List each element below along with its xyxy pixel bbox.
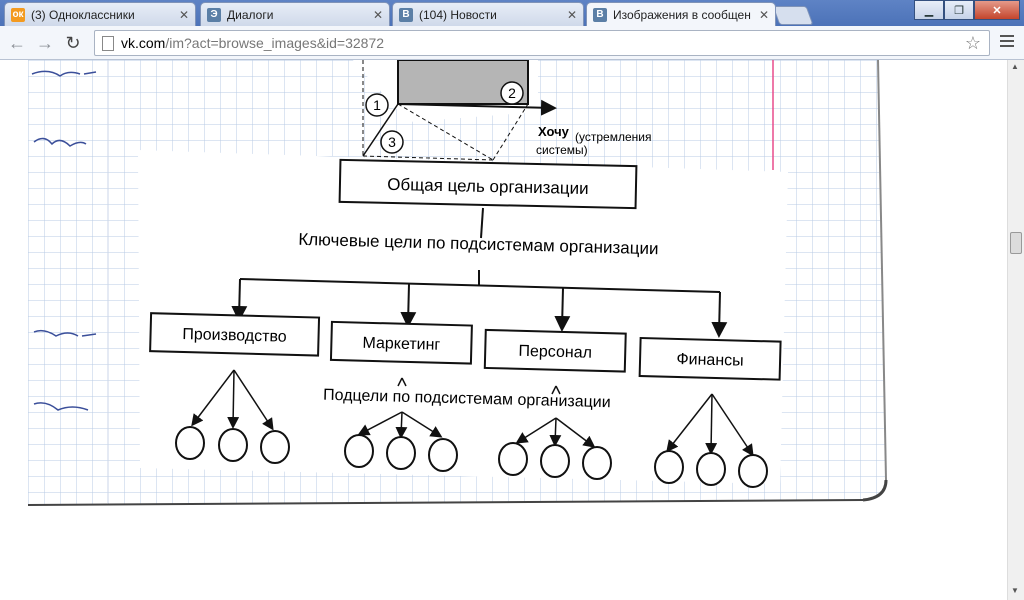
subsystem-label: Маркетинг	[362, 335, 440, 354]
window-controls: ▁ ❐ ✕	[914, 0, 1020, 20]
maximize-icon[interactable]: ❐	[944, 0, 974, 20]
vertical-scrollbar[interactable]: ▲ ▼	[1007, 60, 1024, 600]
close-icon[interactable]: ✕	[178, 7, 189, 22]
subgoal-circle	[540, 444, 570, 478]
scroll-thumb[interactable]	[1010, 232, 1022, 254]
want-label: Хочу	[538, 124, 570, 139]
bookmark-star-icon[interactable]: ☆	[964, 33, 981, 53]
window-close-icon[interactable]: ✕	[974, 0, 1020, 20]
subgoal-circle	[175, 426, 205, 460]
tab-strip: ок (3) Одноклассники ✕ Э Диалоги ✕ В (10…	[0, 0, 1024, 26]
url-path: /im?act=browse_images&id=32872	[165, 35, 385, 51]
subgoal-circle	[498, 442, 528, 476]
scroll-up-icon[interactable]: ▲	[1011, 62, 1019, 71]
back-icon[interactable]: ←	[8, 32, 26, 53]
vk-icon: В	[593, 7, 607, 22]
minimize-icon[interactable]: ▁	[914, 0, 944, 20]
circle-marker	[365, 93, 389, 117]
general-goal-label: Общая цель организации	[387, 175, 589, 198]
new-tab-button[interactable]	[772, 6, 814, 25]
close-icon[interactable]: ✕	[372, 7, 383, 22]
subgoal-circle	[654, 450, 684, 484]
subsystem-label: Финансы	[676, 351, 744, 370]
close-icon[interactable]: ✕	[758, 7, 769, 22]
close-icon[interactable]: ✕	[566, 7, 577, 22]
subsystem-box-marketing	[329, 320, 473, 365]
subgoal-circle	[696, 452, 726, 486]
printed-figure	[138, 150, 788, 484]
tab-news[interactable]: В (104) Новости ✕	[392, 2, 584, 26]
system-label: системы)	[536, 143, 588, 157]
subgoal-circle	[218, 428, 248, 462]
tab-images[interactable]: В Изображения в сообщен ✕	[586, 2, 776, 26]
vk-icon: В	[399, 7, 413, 22]
vk-dialogs-icon: Э	[207, 7, 221, 22]
forward-icon[interactable]: →	[36, 32, 54, 53]
subgoal-circle	[386, 436, 416, 470]
tab-dialogs[interactable]: Э Диалоги ✕	[200, 2, 390, 26]
odnoklassniki-icon: ок	[11, 7, 25, 22]
address-bar[interactable]: vk.com /im?act=browse_images&id=32872 ☆	[94, 30, 990, 56]
circle-label: 2	[508, 85, 516, 101]
tab-odnoklassniki[interactable]: ок (3) Одноклассники ✕	[4, 2, 196, 26]
reload-icon[interactable]: ↻	[65, 32, 81, 53]
general-goal-box	[338, 158, 638, 210]
url-host: vk.com	[121, 35, 166, 51]
tab-title: (104) Новости	[419, 7, 497, 22]
menu-icon[interactable]	[996, 30, 1018, 52]
subgoal-circle	[738, 454, 768, 488]
subgoal-circle	[344, 434, 374, 468]
scroll-down-icon[interactable]: ▼	[1011, 586, 1019, 595]
subsystem-box-finance	[638, 336, 782, 381]
subsystem-label: Персонал	[518, 343, 592, 362]
subgoal-circle	[260, 430, 290, 464]
circle-marker	[500, 81, 524, 105]
tab-title: (3) Одноклассники	[31, 7, 135, 22]
subgoal-circle	[582, 446, 612, 480]
handwriting	[31, 70, 97, 77]
circle-marker	[380, 130, 404, 154]
toolbar: ← → ↻ vk.com /im?act=browse_images&id=32…	[0, 26, 1024, 60]
tab-title: Изображения в сообщен	[613, 7, 751, 22]
browser-chrome: ок (3) Одноклассники ✕ Э Диалоги ✕ В (10…	[0, 0, 1024, 60]
diagram-svg: 1 2 3 Хочу (устремления системы) Общая ц…	[28, 60, 888, 506]
subgoal-circle	[428, 438, 458, 472]
notebook-photo: 1 2 3 Хочу (устремления системы) Общая ц…	[28, 60, 988, 600]
page-icon	[102, 35, 114, 51]
circle-label: 1	[373, 97, 381, 113]
circle-label: 3	[388, 134, 396, 150]
page-content: 1 2 3 Хочу (устремления системы) Общая ц…	[0, 60, 1024, 600]
want-label-rest: (устремления	[575, 130, 651, 144]
subsystem-box-production	[149, 312, 321, 357]
subsystem-box-personnel	[483, 328, 627, 373]
subsystem-label: Производство	[182, 326, 287, 346]
tab-title: Диалоги	[227, 7, 274, 22]
